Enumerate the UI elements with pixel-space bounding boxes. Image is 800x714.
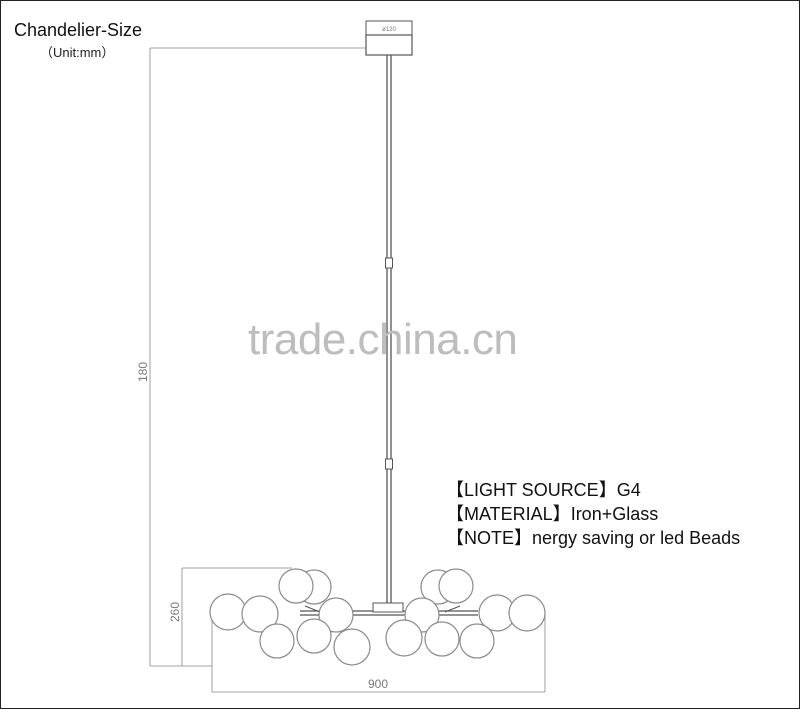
globe: [333, 628, 371, 666]
watermark: trade.china.cn: [248, 315, 518, 364]
spec-value: nergy saving or led Beads: [532, 528, 741, 548]
globe: [459, 623, 495, 659]
globe: [438, 568, 474, 604]
canopy: [365, 34, 413, 56]
globe: [278, 568, 314, 604]
body-height-label: 260: [168, 602, 182, 622]
spec-key: 【NOTE】: [446, 528, 533, 548]
globe: [424, 621, 460, 657]
spec-value: Iron+Glass: [570, 504, 659, 524]
spec-key: 【MATERIAL】: [446, 504, 571, 524]
globe: [209, 593, 247, 631]
spec-material: 【MATERIAL】Iron+Glass: [446, 500, 658, 526]
arm-right-branch: [444, 605, 461, 613]
globe: [318, 597, 354, 633]
overall-height-label: 180: [136, 362, 150, 382]
rod-joint-lower: [385, 458, 393, 470]
arm-left-branch: [304, 605, 321, 613]
rod-joint-upper: [385, 257, 393, 269]
hub: [372, 602, 404, 613]
page-title: Chandelier-Size: [14, 20, 143, 40]
unit-label: （Unit:mm）: [40, 45, 115, 60]
width-label: 900: [368, 677, 388, 691]
globe: [259, 623, 295, 659]
spec-note: 【NOTE】nergy saving or led Beads: [446, 524, 740, 550]
globe: [385, 619, 423, 657]
glass-globes: [209, 568, 546, 666]
globe: [296, 618, 332, 654]
spec-light-source: 【LIGHT SOURCE】G4: [446, 476, 641, 502]
globe: [508, 594, 546, 632]
spec-value: G4: [616, 480, 641, 500]
globe: [241, 595, 279, 633]
spec-key: 【LIGHT SOURCE】: [446, 480, 617, 500]
canopy-diameter-label: ø120: [382, 27, 396, 33]
